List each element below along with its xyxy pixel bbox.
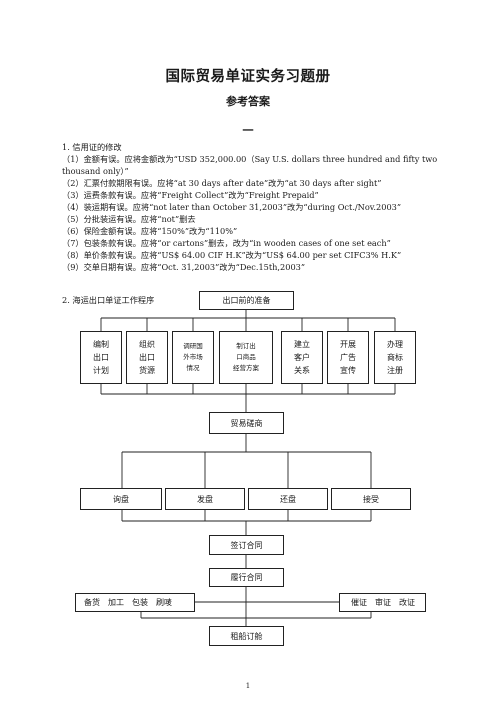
q1-item-3: （3）运费条款有误。应将“Freight Collect”改为“Freight …: [62, 190, 319, 200]
box-goods-preparation: 备货 加工 包装 刷唛: [75, 593, 195, 612]
q1-item-5: （5）分批装运有误。应将“not”删去: [62, 214, 196, 224]
q1-item-6: （6）保险金额有误。应将“150%”改为“110%”: [62, 226, 238, 236]
q1-item-1: （1）金额有误。应将金额改为“USD 352,000.00（Say U.S. d…: [62, 154, 438, 176]
box-prep-advertising: 开展广告宣传: [327, 331, 369, 384]
q1-item-9: （9）交单日期有误。应将“Oct. 31,2003”改为“Dec.15th,20…: [62, 262, 306, 272]
page-subtitle: 参考答案: [226, 95, 270, 108]
box-export-preparation: 出口前的准备: [199, 291, 294, 310]
box-trade-negotiation: 贸易磋商: [209, 412, 284, 434]
q1-heading: 1. 信用证的修改: [62, 142, 122, 152]
box-offer: 发盘: [165, 488, 245, 510]
box-counter-offer: 还盘: [248, 488, 328, 510]
q1-item-8: （8）单价条款有误。应将“US$ 64.00 CIF H.K”改为“US$ 64…: [62, 250, 402, 260]
page-number: 1: [245, 682, 251, 690]
box-prep-goods-source: 组织出口货源: [126, 331, 168, 384]
box-prep-market-research: 调研国外市场情况: [172, 331, 214, 384]
box-prep-customer-relations: 建立客户关系: [281, 331, 323, 384]
page-title: 国际贸易单证实务习题册: [165, 68, 331, 85]
box-charter-booking: 租船订舱: [209, 626, 284, 646]
box-enquiry: 询盘: [80, 488, 162, 510]
box-sign-contract: 签订合同: [209, 535, 284, 555]
q2-heading: 2. 海运出口单证工作程序: [62, 295, 155, 305]
box-prep-trademark: 办理商标注册: [374, 331, 416, 384]
box-acceptance: 接受: [331, 488, 411, 510]
q1-item-4: （4）装运期有误。应将“not later than October 31,20…: [62, 202, 402, 212]
q1-item-2: （2）汇票付款期限有误。应将“at 30 days after date”改为“…: [62, 178, 382, 188]
q1-item-7: （7）包装条款有误。应将“or cartons”删去，改为“in wooden …: [62, 238, 391, 248]
box-perform-contract: 履行合同: [209, 568, 284, 587]
box-prep-export-plan: 编制出口计划: [80, 331, 122, 384]
box-prep-business-plan: 制订出口商品经营方案: [219, 331, 273, 384]
box-lc-handling: 催证 审证 改证: [339, 593, 426, 612]
section-number: 一: [242, 124, 254, 137]
